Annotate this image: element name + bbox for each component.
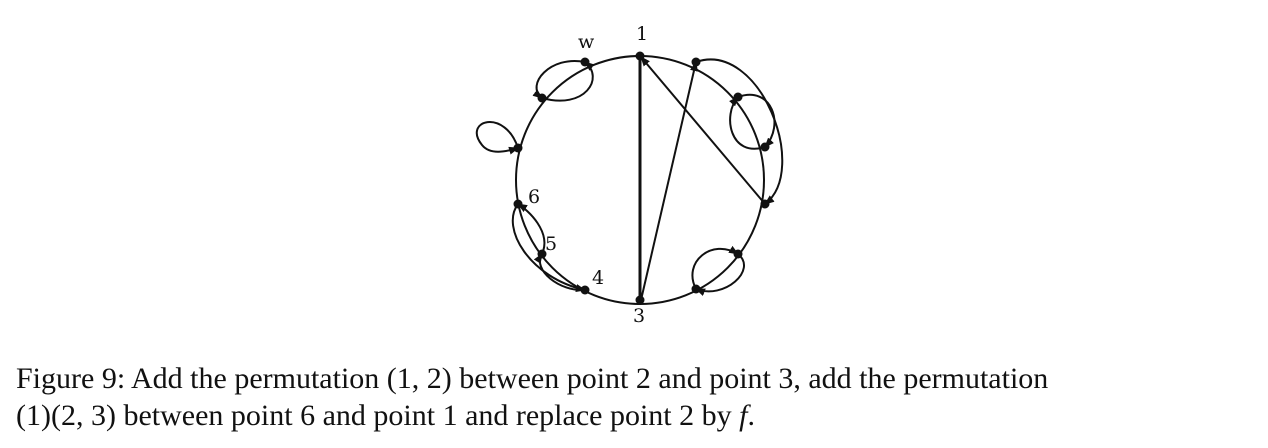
point-4 <box>580 285 590 295</box>
self-loop-left <box>475 121 519 155</box>
label-5: 5 <box>545 233 557 255</box>
lens-lower-right-outer <box>695 253 745 297</box>
caption-line-2: (1)(2, 3) between point 6 and point 1 an… <box>16 397 1264 434</box>
arc-6-to-4 <box>511 203 586 292</box>
point-right-2 <box>760 142 770 152</box>
point-right-4 <box>733 249 743 259</box>
caption-line-2-end: . <box>747 399 755 432</box>
point-upper-left <box>537 93 547 103</box>
point-1 <box>635 51 645 61</box>
lens-upper-left-outer <box>532 59 586 99</box>
point-right-5 <box>691 284 701 294</box>
caption-line-2-text: (1)(2, 3) between point 6 and point 1 an… <box>16 399 740 432</box>
arc-4-to-5 <box>533 253 586 292</box>
chord-right-1 <box>640 56 766 205</box>
point-3 <box>635 295 645 305</box>
label-w: w <box>578 31 595 53</box>
lens-lower-right-inner <box>691 245 739 290</box>
label-3: 3 <box>633 305 645 327</box>
point-right-3 <box>760 199 770 209</box>
label-4: 4 <box>592 267 604 289</box>
caption-variable-f: f <box>739 399 748 432</box>
points <box>513 51 770 305</box>
label-1: 1 <box>636 23 648 45</box>
lens-upper-left-inner <box>541 61 595 102</box>
point-w <box>580 57 590 67</box>
chord-3-upper-right <box>640 61 698 301</box>
point-left <box>513 143 523 153</box>
point-upper-right <box>691 57 701 67</box>
point-6 <box>513 199 523 209</box>
point-5 <box>537 249 547 259</box>
label-6: 6 <box>528 186 540 208</box>
figure-caption: Figure 9: Add the permutation (1, 2) bet… <box>16 360 1264 434</box>
outer-right-arc <box>695 58 784 205</box>
point-right-1 <box>733 92 743 102</box>
lens-upper-right-outer <box>737 93 776 148</box>
caption-line-1: Figure 9: Add the permutation (1, 2) bet… <box>16 362 1049 395</box>
lens-upper-right-inner <box>729 96 766 150</box>
permutation-diagram: w 1 3 4 5 6 <box>475 23 784 327</box>
